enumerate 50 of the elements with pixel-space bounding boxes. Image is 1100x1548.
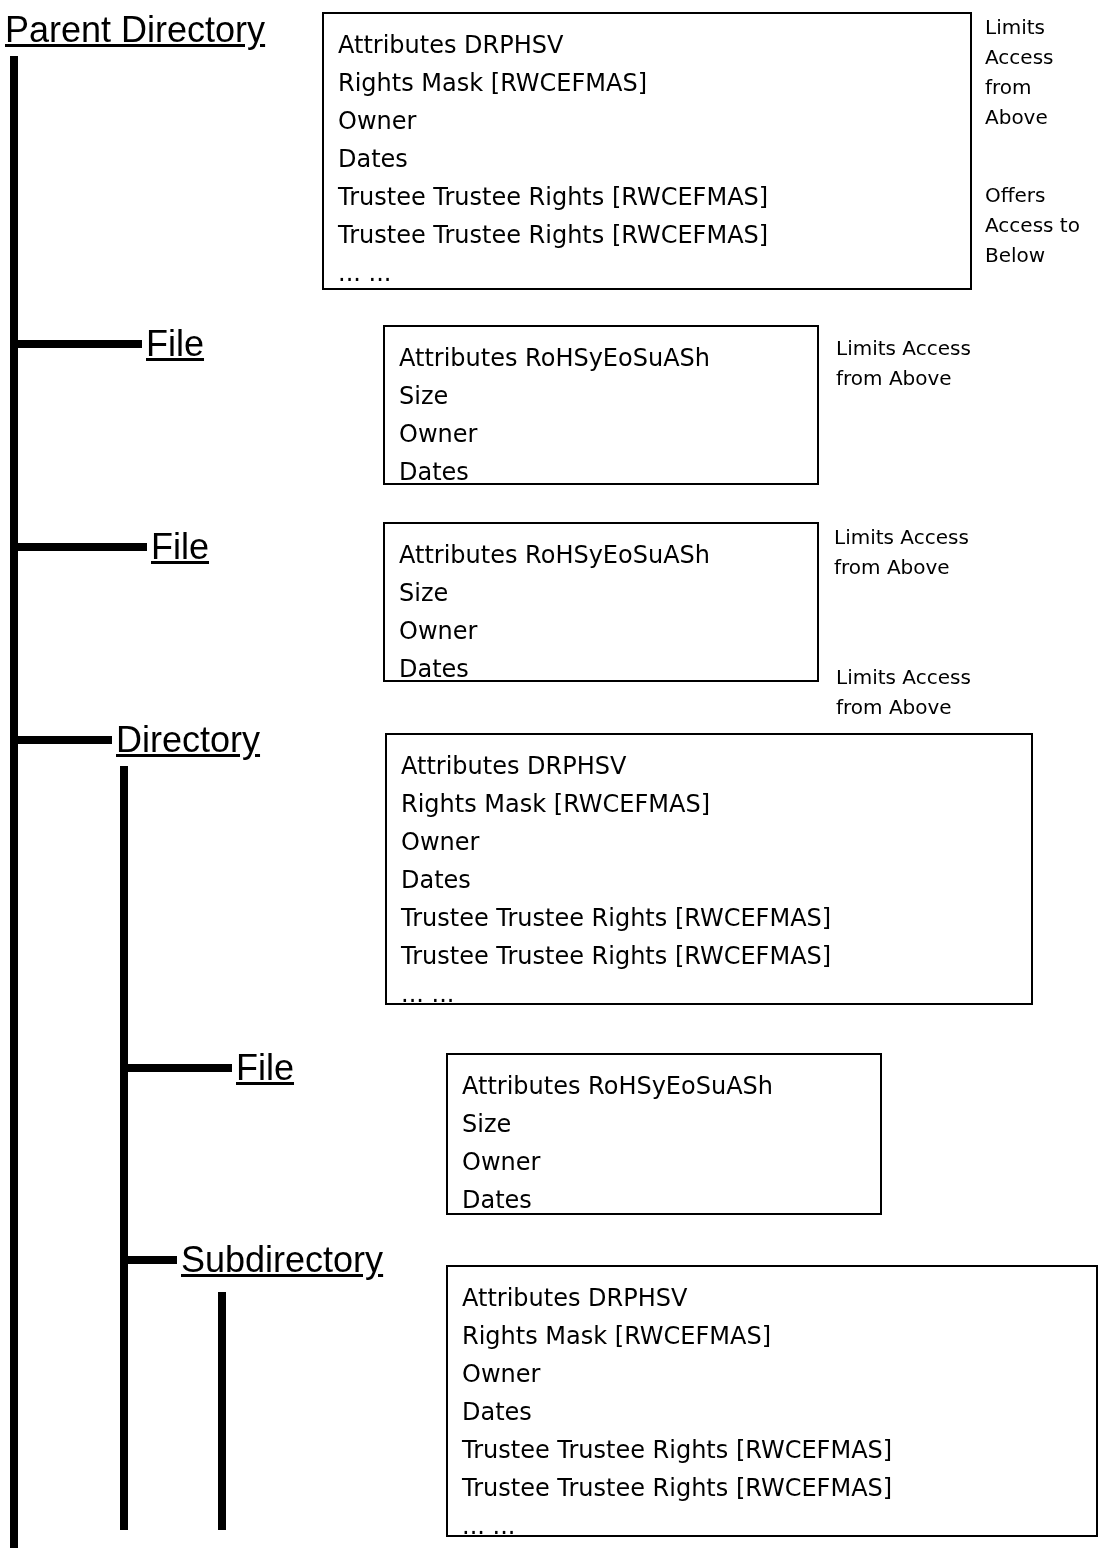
side-note: Limits Access from Above [836, 335, 972, 392]
property-row-text: Trustee Trustee Rights [RWCEFMAS] [401, 903, 832, 934]
item-name: File [146, 322, 204, 366]
side-note: Limits Access from Above [836, 664, 972, 721]
property-row-text: ... ... [338, 258, 392, 289]
property-row-text: Attributes DRPHSV [401, 751, 627, 782]
property-row-text: Trustee Trustee Rights [RWCEFMAS] [462, 1473, 893, 1504]
property-row-text: Size [399, 381, 449, 412]
properties-box [446, 1053, 882, 1215]
property-row-text: Dates [399, 457, 469, 488]
item-name: Directory [116, 718, 261, 762]
property-row-text: Rights Mask [RWCEFMAS] [462, 1321, 772, 1352]
property-row-text: Dates [399, 654, 469, 685]
property-row-text: ... ... [462, 1511, 516, 1542]
property-row-text: Size [399, 578, 449, 609]
side-note: Limits Access from Above [985, 14, 1055, 131]
property-row-text: Owner [399, 616, 478, 647]
property-row-text: Owner [338, 106, 417, 137]
properties-box [322, 12, 972, 290]
property-row-text: ... ... [401, 979, 455, 1010]
property-row-text: Attributes RoHSyEoSuASh [399, 343, 711, 374]
property-row-text: Trustee Trustee Rights [RWCEFMAS] [462, 1435, 893, 1466]
property-row-text: Rights Mask [RWCEFMAS] [338, 68, 648, 99]
property-row-text: Trustee Trustee Rights [RWCEFMAS] [338, 220, 769, 251]
property-row-text: Dates [462, 1397, 532, 1428]
item-name: Subdirectory [181, 1238, 384, 1282]
property-row-text: Owner [399, 419, 478, 450]
properties-box [383, 325, 819, 485]
item-name: Parent Directory [5, 8, 317, 52]
property-row-text: Owner [462, 1147, 541, 1178]
side-note: Limits Access from Above [834, 524, 970, 581]
property-row-text: Size [462, 1109, 512, 1140]
property-row-text: Rights Mask [RWCEFMAS] [401, 789, 711, 820]
item-name: File [236, 1046, 294, 1090]
property-row-text: Owner [462, 1359, 541, 1390]
property-row-text: Attributes RoHSyEoSuASh [462, 1071, 774, 1102]
properties-box [446, 1265, 1098, 1537]
properties-box [383, 522, 819, 682]
property-row-text: Attributes RoHSyEoSuASh [399, 540, 711, 571]
property-row-text: Trustee Trustee Rights [RWCEFMAS] [338, 182, 769, 213]
property-row-text: Attributes DRPHSV [462, 1283, 688, 1314]
side-note: Offers Access to Below [985, 182, 1081, 269]
property-row-text: Attributes DRPHSV [338, 30, 564, 61]
property-row-text: Dates [462, 1185, 532, 1216]
property-row-text: Dates [401, 865, 471, 896]
item-name: File [151, 525, 209, 569]
property-row-text: Owner [401, 827, 480, 858]
properties-box [385, 733, 1033, 1005]
property-row-text: Trustee Trustee Rights [RWCEFMAS] [401, 941, 832, 972]
property-row-text: Dates [338, 144, 408, 175]
